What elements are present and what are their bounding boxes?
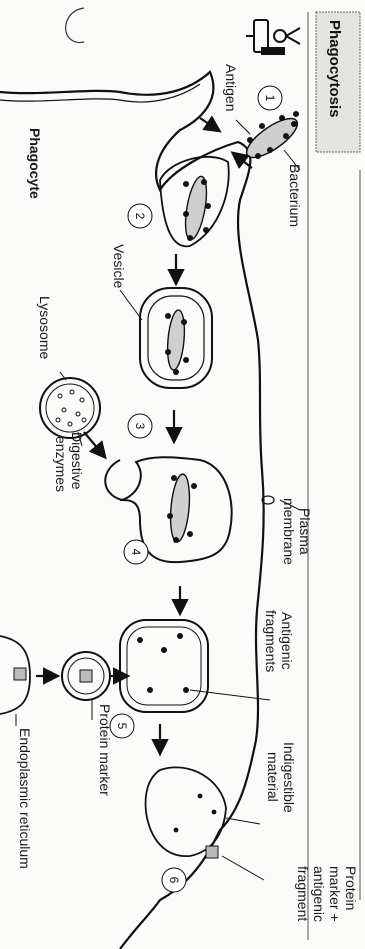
vesicle (140, 288, 212, 388)
label-pm-frag-2: marker + (327, 866, 343, 922)
label-phagocyte: Phagocyte (27, 128, 43, 199)
step-4: 4 (124, 540, 148, 564)
step-1: 1 (258, 86, 282, 110)
microscope-icon (246, 20, 300, 54)
phagolysosome (105, 457, 231, 562)
label-antigen: Antigen (223, 64, 239, 111)
label-plasma-2: membrane (281, 498, 297, 565)
label-vesicle: Vesicle (111, 244, 127, 289)
label-digestive-2: enzymes (53, 436, 69, 492)
label-pm-frag-3: antigenic (311, 866, 327, 922)
label-antigenic-1: Antigenic (279, 612, 295, 670)
step-3: 3 (128, 414, 152, 438)
bacterium-step2 (160, 157, 229, 247)
step-6: 6 (162, 868, 186, 892)
svg-text:1: 1 (263, 95, 277, 102)
label-pm-frag-1: Protein (343, 866, 359, 910)
label-lysosome: Lysosome (37, 296, 53, 360)
title-box: Phagocytosis (316, 12, 360, 152)
svg-text:2: 2 (133, 213, 147, 220)
label-antigenic-2: fragments (263, 610, 279, 672)
bacterium-step1 (241, 111, 303, 164)
exocytosis (146, 767, 226, 858)
svg-text:5: 5 (115, 723, 129, 730)
label-protein-marker: Protein marker (97, 704, 113, 796)
label-pm-frag-4: fragment (295, 866, 311, 921)
leader-lines (16, 120, 300, 880)
label-indigestible-2: material (265, 752, 281, 802)
label-indigestible-1: Indigestible (281, 742, 297, 813)
page-corner-mark (66, 8, 84, 43)
lysosome (40, 378, 100, 438)
step-2: 2 (128, 204, 152, 228)
label-endoplasmic-reticulum: Endoplasmic reticulum (17, 728, 33, 869)
label-bacterium: Bacterium (287, 164, 303, 227)
svg-text:3: 3 (133, 423, 147, 430)
svg-text:6: 6 (167, 877, 181, 884)
svg-text:4: 4 (129, 549, 143, 556)
protein-marker-vesicle (62, 652, 110, 700)
page-title: Phagocytosis (326, 20, 343, 118)
fragments-vesicle (120, 620, 208, 712)
label-plasma-1: Plasma (297, 508, 313, 555)
label-digestive-1: Digestive (69, 432, 85, 490)
